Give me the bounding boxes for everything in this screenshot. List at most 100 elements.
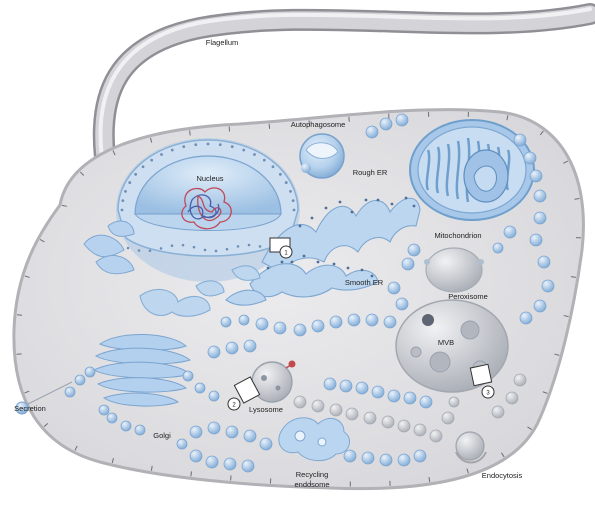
- label-autophagosome: Autophagosome: [291, 120, 346, 129]
- vesicle: [224, 458, 236, 470]
- vesicle: [195, 383, 205, 393]
- endosomal-vesicle: [398, 420, 410, 432]
- label-lysosome: Lysosome: [249, 405, 283, 414]
- ribosome: [299, 225, 302, 228]
- vesicle: [121, 421, 131, 431]
- vesicle: [398, 454, 410, 466]
- vesicle: [534, 212, 546, 224]
- vesicle: [388, 282, 400, 294]
- vesicle: [206, 456, 218, 468]
- vesicle: [274, 322, 286, 334]
- endosomal-vesicle: [382, 416, 394, 428]
- vesicle: [356, 382, 368, 394]
- nuclear-pore: [150, 159, 153, 162]
- vesicle: [294, 324, 306, 336]
- nuclear-pore: [263, 159, 266, 162]
- vesicle: [75, 375, 85, 385]
- label-mvb: MVB: [438, 338, 454, 347]
- ribosome: [267, 267, 270, 270]
- vesicle: [85, 367, 95, 377]
- nuclear-pore: [171, 244, 174, 247]
- vesicle: [420, 396, 432, 408]
- vesicle: [190, 426, 202, 438]
- ribosome: [347, 267, 350, 270]
- nuclear-pore: [138, 249, 141, 252]
- label-secretion: Secretion: [14, 404, 46, 413]
- endosomal-vesicle: [294, 396, 306, 408]
- vesicle: [362, 452, 374, 464]
- nuclear-pore: [219, 143, 222, 146]
- vesicle: [256, 318, 268, 330]
- ribosome: [361, 269, 364, 272]
- label-flagellum: Flagellum: [206, 38, 239, 47]
- nuclear-pore: [127, 247, 130, 250]
- vesicle: [242, 460, 254, 472]
- vesicle: [404, 392, 416, 404]
- ribosome: [413, 205, 416, 208]
- vesicle: [344, 450, 356, 462]
- nuclear-pore: [207, 143, 210, 146]
- endosomal-vesicle: [442, 412, 454, 424]
- nuclear-pore: [142, 165, 145, 168]
- vesicle: [530, 170, 542, 182]
- vesicle: [538, 256, 550, 268]
- nuclear-pore: [272, 165, 275, 168]
- nuclear-pore: [171, 149, 174, 152]
- nuclear-pore: [226, 248, 229, 251]
- nuclear-pore: [160, 153, 163, 156]
- endosomal-vesicle: [492, 406, 504, 418]
- nuclear-pore: [160, 247, 163, 250]
- vesicle: [380, 454, 392, 466]
- vesicle: [221, 317, 231, 327]
- endosomal-vesicle: [364, 412, 376, 424]
- autophagosome: [300, 134, 344, 178]
- vesicle: [504, 226, 516, 238]
- vesicle: [260, 438, 272, 450]
- nuclear-pore: [259, 245, 262, 248]
- vesicle: [330, 316, 342, 328]
- vesicle: [514, 134, 526, 146]
- vesicle: [388, 390, 400, 402]
- vesicle: [239, 315, 249, 325]
- ribosome: [351, 211, 354, 214]
- ribosome: [317, 261, 320, 264]
- vesicle: [244, 340, 256, 352]
- ribosome: [391, 203, 394, 206]
- nuclear-pore: [193, 246, 196, 249]
- ribosome: [291, 261, 294, 264]
- nuclear-pore: [289, 190, 292, 193]
- nuclear-pore: [248, 244, 251, 247]
- vesicle: [534, 190, 546, 202]
- nuclear-pore: [237, 245, 240, 248]
- label-mitochondrion: Mitochondrion: [434, 231, 481, 240]
- ribosome: [281, 261, 284, 264]
- vesicle: [208, 346, 220, 358]
- endosomal-vesicle: [449, 397, 459, 407]
- vesicle: [135, 425, 145, 435]
- endosomal-vesicle: [506, 392, 518, 404]
- endosomal-vesicle: [514, 374, 526, 386]
- label-endocytosis: Endocytosis: [482, 471, 523, 480]
- vesicle: [177, 439, 187, 449]
- vesicle: [324, 378, 336, 390]
- label-recycling-endosome-line2: endosome: [294, 480, 329, 489]
- nuclear-pore: [285, 181, 288, 184]
- vesicle: [340, 380, 352, 392]
- nuclear-pore: [253, 153, 256, 156]
- ribosome: [325, 207, 328, 210]
- label-recycling-endosome-line1: Recycling: [296, 470, 329, 479]
- nuclear-pore: [182, 145, 185, 148]
- vesicle: [107, 413, 117, 423]
- membrane-protein: [190, 130, 191, 135]
- nuclear-pore: [149, 249, 152, 252]
- vesicle: [396, 298, 408, 310]
- membrane-protein: [191, 471, 192, 476]
- ribosome: [405, 197, 408, 200]
- vesicle: [209, 391, 219, 401]
- vesicle: [208, 422, 220, 434]
- label-smooth-er: Smooth ER: [345, 278, 384, 287]
- nuclear-pore: [124, 190, 127, 193]
- nuclear-pore: [128, 181, 131, 184]
- nuclear-pore: [231, 145, 234, 148]
- vesicle: [524, 152, 536, 164]
